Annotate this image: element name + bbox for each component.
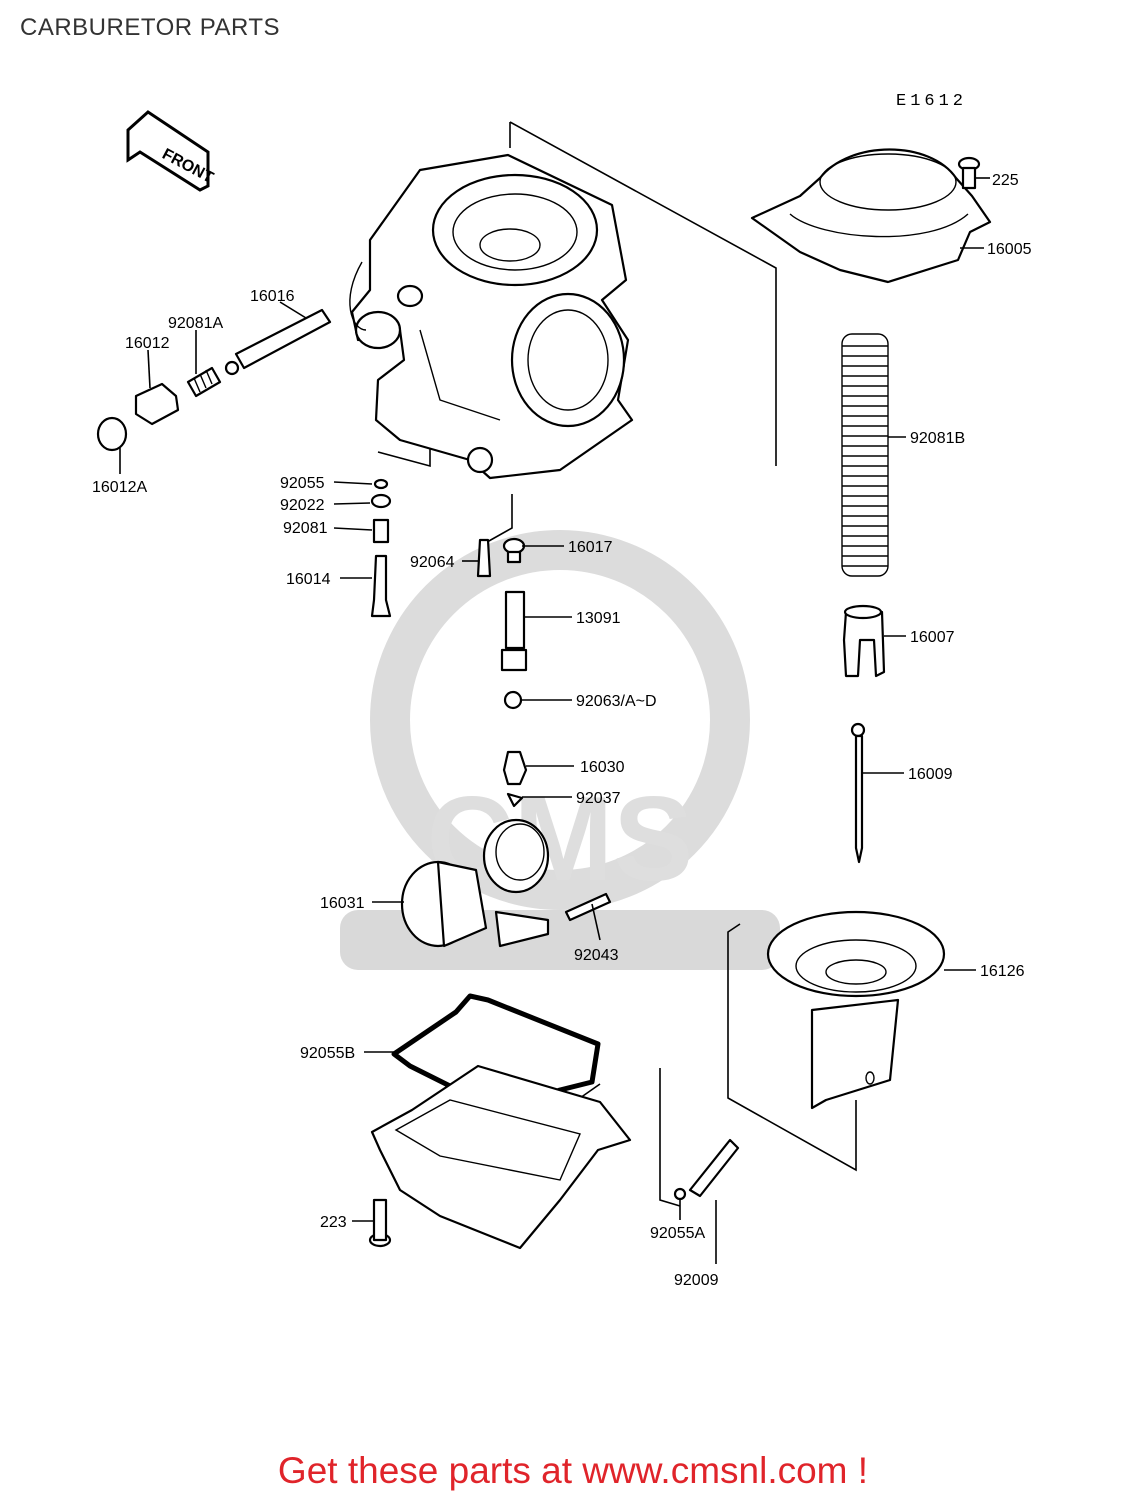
front-arrow-icon: FRONT [126,110,216,192]
figure-code: E1612 [896,92,968,111]
label-13091: 13091 [576,610,621,627]
label-92022: 92022 [280,497,325,514]
label-92081b: 92081B [910,430,965,447]
spring-92081b [841,333,889,577]
vacuum-slide-16126 [766,910,946,1110]
page-title: CARBURETOR PARTS [20,14,281,41]
label-16126: 16126 [980,963,1025,980]
float-bowl [370,1064,632,1250]
label-223: 223 [320,1214,347,1231]
leader-lines [119,177,990,1264]
jet-needle-16009 [850,722,866,864]
part-labels: 225 16005 16016 92081A 16012 16012A 9208… [92,172,1032,1289]
needle-holder-16007 [842,604,886,678]
label-92081: 92081 [283,520,328,537]
footer-link[interactable]: Get these parts at www.cmsnl.com ! [277,1450,869,1491]
jet-stack [476,537,528,808]
label-92055: 92055 [280,475,325,492]
label-92081a: 92081A [168,315,223,332]
top-cover [750,148,992,284]
carburetor-body [349,153,634,480]
label-16012a: 16012A [92,479,147,496]
label-16007: 16007 [910,629,955,646]
parts-diagram: CMS FRONT [92,110,1032,1289]
label-92009: 92009 [674,1272,719,1289]
group-lines [377,121,857,1207]
label-16014: 16014 [286,571,331,588]
label-92055a: 92055A [650,1225,705,1242]
screw-225 [957,156,981,190]
float-valve-stack [370,478,392,618]
bolts [368,1138,740,1248]
label-92037: 92037 [576,790,621,807]
label-92064: 92064 [410,554,455,571]
label-16009: 16009 [908,766,953,783]
pilot-screw-parts [96,308,332,452]
label-92043: 92043 [574,947,619,964]
label-225: 225 [992,172,1019,189]
float-16031 [400,818,612,948]
label-16016: 16016 [250,288,295,305]
label-16030: 16030 [580,759,625,776]
label-16017: 16017 [568,539,613,556]
label-92063-a-d: 92063/A~D [576,693,657,710]
label-16031: 16031 [320,895,365,912]
label-92055b: 92055B [300,1045,355,1062]
label-16005: 16005 [987,241,1032,258]
label-16012: 16012 [125,335,170,352]
